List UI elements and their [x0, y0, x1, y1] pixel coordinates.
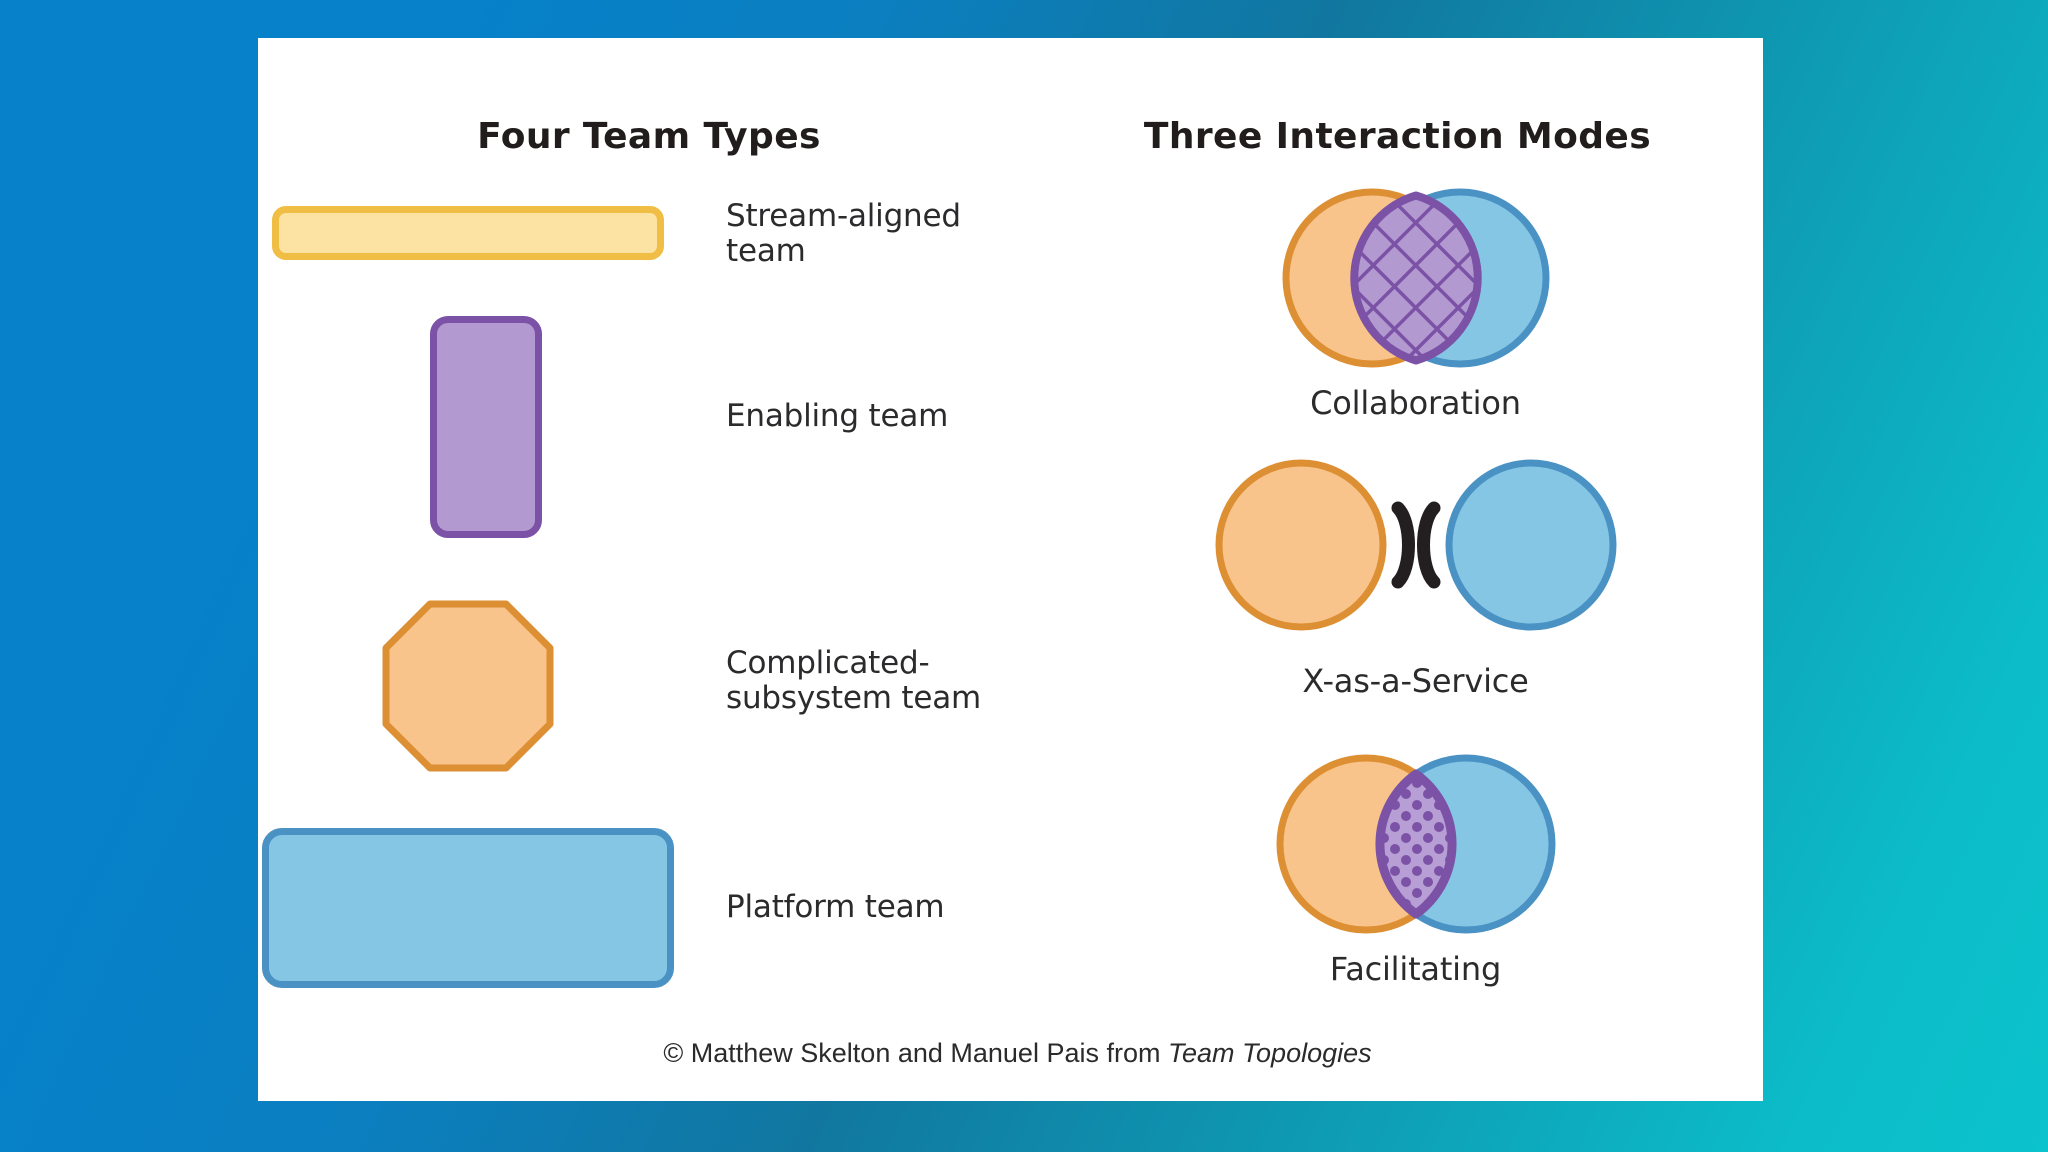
- team-row-platform[interactable]: Platform team: [258, 828, 1068, 1008]
- stream-aligned-label-line1: Stream-aligned: [726, 198, 961, 234]
- team-row-stream-aligned[interactable]: Stream-aligned team: [258, 186, 1068, 298]
- stream-aligned-label-line2: team: [726, 232, 806, 269]
- mode-facilitating[interactable]: Facilitating: [1068, 744, 1763, 988]
- complicated-subsystem-label-line1: Complicated-: [726, 645, 930, 681]
- enabling-label-line1: Enabling team: [726, 398, 949, 434]
- book-title: Team Topologies: [1167, 1038, 1372, 1068]
- stream-aligned-label: Stream-aligned team: [726, 199, 961, 268]
- complicated-subsystem-shape: [382, 600, 554, 772]
- collaboration-label: Collaboration: [1310, 384, 1521, 422]
- stream-aligned-shape: [272, 206, 664, 260]
- platform-label: Platform team: [726, 889, 945, 925]
- facilitating-venn-wrap: [1068, 744, 1763, 944]
- platform-shape: [262, 828, 674, 988]
- complicated-subsystem-label-line2: subsystem team: [726, 679, 982, 716]
- collaboration-venn-icon: [1282, 188, 1549, 368]
- right-column-title: Three Interaction Modes: [1143, 116, 1652, 157]
- x-as-a-service-label: X-as-a-Service: [1302, 662, 1529, 700]
- enabling-shape: [430, 316, 542, 538]
- diagram-card: Four Team Types Stream-aligned team Enab…: [258, 38, 1763, 1101]
- team-row-enabling[interactable]: Enabling team: [258, 316, 1068, 551]
- left-column-title: Four Team Types: [477, 116, 821, 157]
- xaas-diagram-wrap: [1068, 450, 1763, 650]
- enabling-label: Enabling team: [726, 399, 948, 434]
- enabling-shape-wrap: [258, 316, 678, 538]
- facilitating-label: Facilitating: [1329, 950, 1502, 988]
- copyright-footer: © Matthew Skelton and Manuel Pais from T…: [258, 1038, 1763, 1069]
- complicated-subsystem-shape-wrap: [258, 598, 678, 774]
- mode-collaboration[interactable]: Collaboration: [1068, 178, 1763, 422]
- facilitating-venn-icon: [1276, 754, 1555, 934]
- copyright-prefix: © Matthew Skelton and Manuel Pais from: [663, 1038, 1168, 1068]
- x-as-a-service-icon: [1215, 459, 1616, 631]
- three-interaction-modes-column: Three Interaction Modes: [1068, 38, 1763, 1101]
- stream-aligned-shape-wrap: [258, 186, 678, 260]
- complicated-subsystem-label: Complicated- subsystem team: [726, 646, 981, 715]
- mode-x-as-a-service[interactable]: X-as-a-Service: [1068, 450, 1763, 700]
- collaboration-venn-wrap: [1068, 178, 1763, 378]
- four-team-types-column: Four Team Types Stream-aligned team Enab…: [258, 38, 1068, 1101]
- platform-label-line1: Platform team: [726, 889, 945, 925]
- platform-shape-wrap: [258, 828, 678, 988]
- team-row-complicated-subsystem[interactable]: Complicated- subsystem team: [258, 598, 1068, 778]
